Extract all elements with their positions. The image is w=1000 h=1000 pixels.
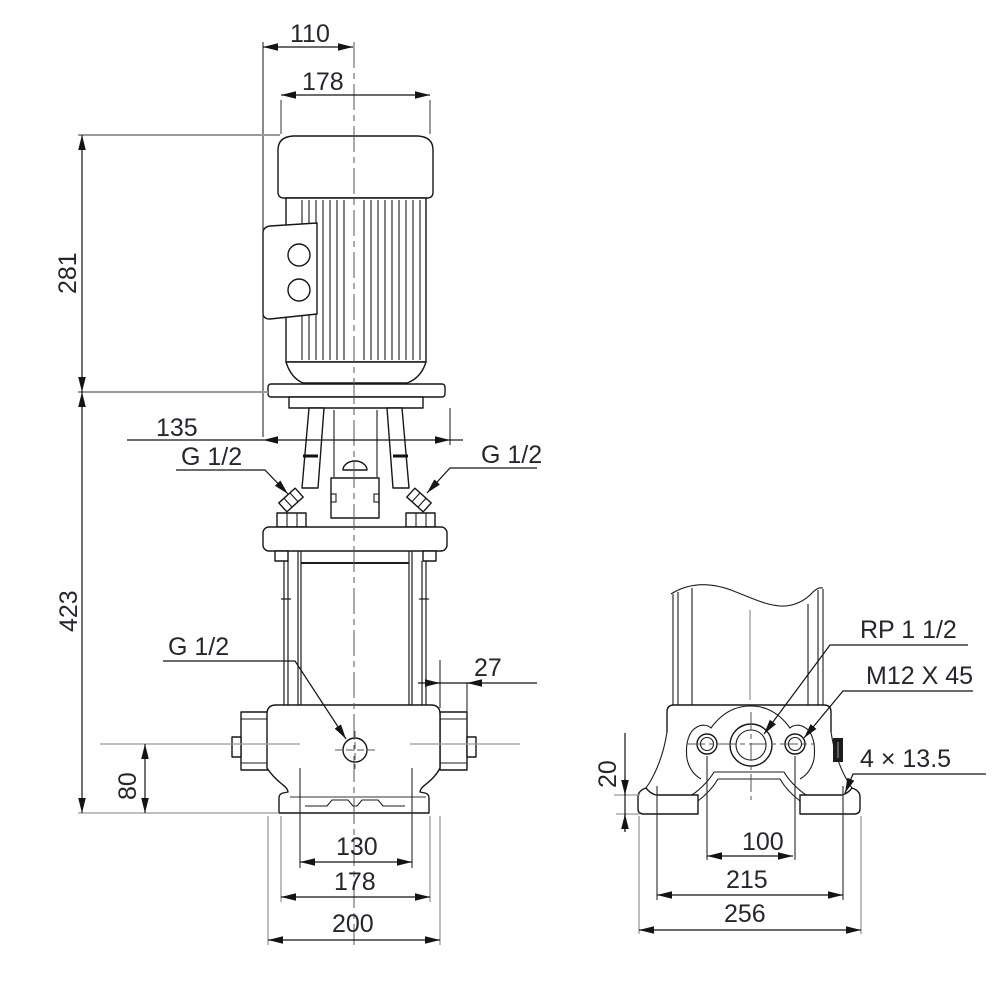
plug-boss-right [405,512,436,528]
dim-80-label: 80 [114,772,142,800]
stool-leg-left [301,407,325,489]
staybolt-label: M12 X 45 [866,662,973,690]
foot-left [637,787,699,815]
motor-bell [285,361,427,384]
shaft-dome [342,460,368,471]
side-view [637,584,861,900]
callout-foot-holes: 4 × 13.5 [844,745,986,794]
terminal-box [262,222,318,320]
motor-stool [276,407,436,528]
dim-256-label: 256 [724,900,766,928]
foot-right [799,787,861,815]
motor-flange-plate [267,383,446,398]
coupling [330,477,380,519]
side-base-top [666,704,832,732]
dim-130-label: 130 [336,833,378,861]
base-arch-outer [691,771,807,796]
motor-cooling-fins [301,200,421,360]
stool-leg-right [386,407,410,489]
side-sleeve [670,584,824,705]
dim-motor-height: 281 [54,134,280,393]
terminal-box-hole-top [287,243,311,267]
base-arch-inner [697,778,801,802]
port-cap-right [466,736,477,758]
dim-178-bottom-label: 178 [334,868,376,896]
vent-plug-right [406,487,432,513]
dim-110-label: 110 [290,20,330,48]
vent-plug-left [278,487,304,513]
dim-motor-width: 178 [280,68,431,134]
dim-base-width: 200 [267,816,441,945]
plug-boss-left [276,512,307,528]
motor-flange-lower [288,396,424,409]
dim-pump-height: 423 [55,392,279,814]
foot-holes-label: 4 × 13.5 [860,745,951,773]
dim-423-label: 423 [55,590,83,632]
base-arch-detail [305,799,405,807]
dim-200-label: 200 [332,910,374,938]
vent-left-label: G 1/2 [181,443,242,471]
callout-drain: G 1/2 [163,633,347,740]
dim-port-bolt-spacing: 100 [707,828,793,860]
dim-foot-thickness: 20 [594,733,640,832]
port-stub-right [439,711,468,771]
pump-base [100,704,520,814]
dim-foot-slot: 130 [299,768,413,868]
callout-port-thread: RP 1 1/2 [763,616,968,735]
dim-base-overall-width: 256 [638,816,862,934]
pump-sleeve [281,551,429,705]
dim-foot-hole-spacing: 215 [657,866,843,899]
motor-top-cap [277,135,434,199]
side-base [637,704,861,900]
callout-vent-right: G 1/2 [426,441,542,494]
dim-port-height: 80 [114,744,149,813]
sleeve-break-line [670,584,824,607]
dim-box-to-center: 110 [262,20,353,437]
dim-135-label: 135 [156,414,198,442]
port-cap-left [231,736,242,758]
drain-label: G 1/2 [168,633,229,661]
motor [262,135,434,384]
pump-head-flange [262,526,448,552]
dim-27-label: 27 [474,654,502,682]
front-view [100,42,520,945]
dimensions: 110 178 281 423 135 [54,20,986,945]
dim-178-top-label: 178 [302,68,344,96]
dim-20-label: 20 [594,760,622,788]
port-thread-label: RP 1 1/2 [860,616,957,644]
terminal-box-hole-bottom [287,278,311,302]
callout-vent-left: G 1/2 [176,443,289,495]
dim-281-label: 281 [54,252,82,294]
callout-staybolt: M12 X 45 [803,662,973,739]
port-stub-left [240,711,269,771]
flange-contour [685,705,816,760]
dim-base-plate-width: 178 [280,816,431,902]
vent-right-label: G 1/2 [481,441,542,469]
dim-100-label: 100 [742,828,784,856]
dim-port-projection: 27 [418,654,537,734]
dim-flange-width: 135 [127,408,463,445]
dim-215-label: 215 [726,866,768,894]
